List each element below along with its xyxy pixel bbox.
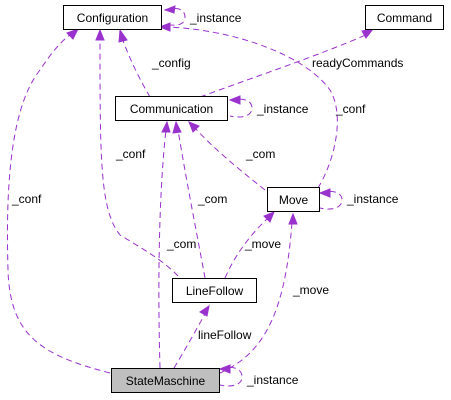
edge-move-self — [319, 190, 343, 210]
arrowhead-communication-self — [228, 95, 241, 105]
node-command-box — [365, 5, 444, 30]
arrowhead-move-communication — [188, 121, 200, 133]
edge-communication-configuration — [121, 37, 151, 98]
arrowhead-communication-configuration — [118, 28, 128, 43]
arrowhead-linefollow-communication — [172, 120, 182, 134]
node-communication[interactable]: Communication — [115, 96, 228, 121]
node-move-label: Move — [279, 193, 309, 207]
edge-linefollow-configuration — [99, 37, 179, 277]
edge-statemaschine-move — [219, 221, 293, 374]
edge-label-configuration-instance: _instance — [189, 11, 242, 25]
node-statemaschine-box — [111, 368, 220, 393]
node-configuration[interactable]: Configuration — [63, 5, 162, 30]
edge-label-linefollow-com: _com — [197, 192, 227, 206]
node-statemaschine[interactable]: StateMaschine — [111, 368, 220, 393]
edge-move-communication — [194, 127, 266, 191]
edge-label-move-conf: _conf — [335, 102, 366, 116]
arrowhead-move-self — [318, 188, 331, 198]
edge-label-statemaschine-linefollow: lineFollow — [198, 328, 252, 342]
edge-linefollow-communication — [177, 129, 206, 279]
node-linefollow-box — [172, 278, 257, 303]
node-linefollow-label: LineFollow — [186, 284, 244, 298]
node-configuration-box — [63, 5, 162, 30]
arrowhead-linefollow-move — [263, 211, 275, 223]
edge-label-statemaschine-move: _move — [292, 283, 329, 297]
edge-label-statemaschine-conf: _conf — [11, 192, 42, 206]
arrowhead-statemaschine-linefollow — [199, 304, 210, 317]
node-communication-label: Communication — [130, 102, 213, 116]
node-command[interactable]: Command — [365, 5, 444, 30]
arrowhead-statemaschine-move — [288, 212, 298, 225]
edges: _instance _config readyCommands _instanc… — [6, 5, 403, 387]
edge-label-move-com: _com — [245, 147, 275, 161]
edge-communication-self — [229, 98, 253, 118]
node-statemaschine-label: StateMaschine — [126, 374, 206, 388]
edge-statemaschine-self — [219, 366, 243, 387]
arrowhead-statemaschine-communication — [161, 120, 171, 133]
node-command-label: Command — [377, 11, 432, 25]
edge-statemaschine-linefollow — [173, 313, 206, 369]
edge-label-communication-instance: _instance — [256, 102, 309, 116]
edge-configuration-self — [164, 7, 186, 26]
edge-label-move-instance: _instance — [346, 192, 399, 206]
node-linefollow[interactable]: LineFollow — [172, 278, 257, 303]
arrowhead-statemaschine-self — [218, 364, 231, 374]
edge-label-communication-readycommands: readyCommands — [312, 56, 403, 70]
arrowhead-linefollow-configuration — [95, 28, 105, 41]
edge-label-linefollow-conf: _conf — [115, 147, 146, 161]
edge-communication-command — [199, 33, 369, 98]
edge-label-linefollow-move: _move — [244, 237, 281, 251]
node-configuration-label: Configuration — [77, 11, 148, 25]
arrowhead-statemaschine-configuration — [66, 28, 80, 40]
edge-statemaschine-communication — [158, 129, 167, 369]
node-move-box — [267, 187, 320, 212]
node-move[interactable]: Move — [267, 187, 320, 212]
nodes: Configuration Command Communication Move… — [63, 5, 444, 393]
arrowhead-move-configuration — [158, 22, 171, 32]
arrowhead-configuration-self — [163, 5, 176, 14]
edge-label-statemaschine-com: _com — [166, 237, 196, 251]
edge-label-statemaschine-instance: _instance — [246, 373, 299, 387]
arrowhead-communication-command — [361, 28, 375, 39]
edge-label-communication-config: _config — [151, 56, 191, 70]
node-communication-box — [115, 96, 228, 121]
